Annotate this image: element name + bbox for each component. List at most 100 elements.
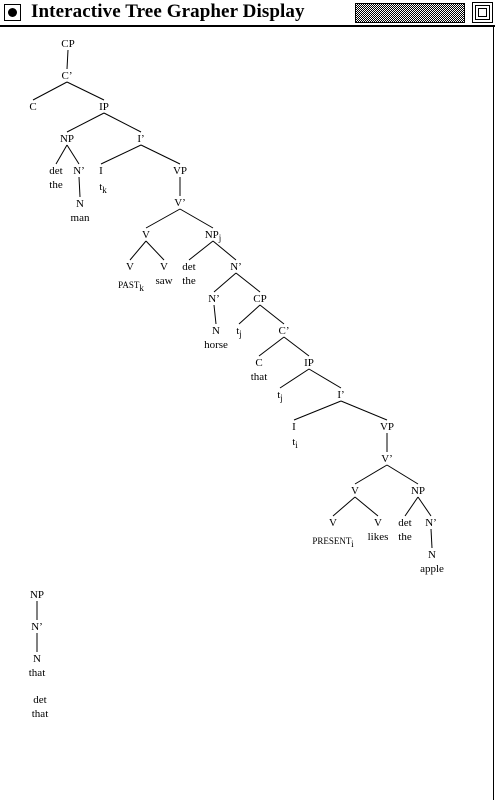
tree-edge-cbar1-ip1 (66, 81, 105, 101)
tree-node-text: I’ (137, 133, 145, 145)
tree-node-v5[interactable]: V (329, 517, 337, 529)
tree-node-i1[interactable]: I (99, 165, 103, 177)
tree-node-text: CP (253, 293, 267, 305)
zoom-box-outer-square (475, 5, 490, 20)
tree-edge-np1-det1 (55, 144, 68, 165)
tree-node-text: apple (420, 563, 444, 575)
tree-node-likes[interactable]: likes (368, 531, 389, 543)
tree-node-the1[interactable]: the (49, 179, 62, 191)
tree-node-c1[interactable]: C (29, 101, 36, 113)
tree-edge-nbar2-cp2 (235, 272, 261, 293)
tree-node-text: t (99, 181, 103, 193)
tree-node-vbar2[interactable]: V’ (381, 453, 393, 465)
tree-node-v4[interactable]: V (351, 485, 359, 497)
tree-node-det2[interactable]: det (182, 261, 195, 273)
tree-node-subscript: k (139, 283, 144, 293)
tree-node-vp1[interactable]: VP (173, 165, 187, 177)
tree-node-subscript: j (239, 329, 242, 339)
tree-node-text: the (182, 275, 196, 287)
tree-node-man[interactable]: man (71, 212, 90, 224)
tree-node-v1[interactable]: V (142, 229, 150, 241)
tree-node-ip2[interactable]: IP (304, 357, 314, 369)
tree-edge-ip2-ibar2 (308, 368, 342, 389)
tree-node-text: N’ (425, 517, 437, 529)
tree-edge-v1-v2 (129, 240, 147, 261)
tree-node-det1[interactable]: det (49, 165, 62, 177)
tree-node-det3[interactable]: det (398, 517, 411, 529)
tree-node-np4[interactable]: NP (30, 589, 44, 601)
tree-node-v3[interactable]: V (160, 261, 168, 273)
tree-node-np2[interactable]: NPj (205, 229, 222, 243)
window-right-edge (493, 26, 494, 800)
tree-node-text: NP (410, 485, 426, 497)
tree-node-nbar2[interactable]: N’ (230, 261, 242, 273)
tree-node-cp2[interactable]: CP (253, 293, 266, 305)
tree-node-tj1[interactable]: tj (236, 325, 242, 339)
tree-node-text: PRESENT (312, 536, 352, 546)
tree-node-nbar4[interactable]: N’ (425, 517, 437, 529)
title-bar-drag-area[interactable] (355, 3, 465, 23)
tree-node-np3[interactable]: NP (411, 485, 425, 497)
tree-edge-v4-v6 (354, 496, 379, 517)
tree-edge-ip1-ibar1 (103, 112, 142, 133)
tree-node-text: V (374, 517, 382, 529)
tree-node-horse[interactable]: horse (204, 339, 228, 351)
tree-edge-vbar1-v1 (145, 208, 181, 229)
tree-node-subscript: i (295, 440, 298, 450)
tree-node-det4[interactable]: det (33, 694, 46, 706)
tree-node-saw[interactable]: saw (155, 275, 172, 287)
tree-node-subscript: k (102, 185, 107, 195)
window-title: Interactive Tree Grapher Display (31, 1, 305, 22)
tree-node-n4[interactable]: N (33, 653, 41, 665)
tree-node-present[interactable]: PRESENTi (312, 535, 354, 549)
tree-node-text: V (329, 517, 337, 529)
tree-node-ti[interactable]: ti (292, 436, 298, 450)
tree-node-that2[interactable]: that (29, 667, 46, 679)
tree-node-text: that (31, 708, 49, 720)
tree-node-i2[interactable]: I (292, 421, 296, 433)
tree-node-that3[interactable]: that (32, 708, 49, 720)
tree-node-c2[interactable]: C (255, 357, 262, 369)
tree-node-ibar2[interactable]: I’ (337, 389, 344, 401)
tree-node-text: N’ (208, 293, 220, 305)
tree-node-nbar5[interactable]: N’ (31, 621, 43, 633)
tree-edge-nbar1-n1 (78, 176, 81, 198)
tree-node-cp1[interactable]: CP (61, 38, 74, 50)
tree-edge-cp2-cbar2 (259, 304, 285, 325)
zoom-box-icon[interactable] (472, 2, 493, 23)
tree-node-ibar1[interactable]: I’ (137, 133, 144, 145)
tree-node-text: N (33, 653, 41, 665)
tree-edge-cbar1-c1 (32, 81, 68, 101)
tree-node-v2[interactable]: V (126, 261, 134, 273)
tree-node-text: C’ (61, 70, 73, 82)
tree-node-ip1[interactable]: IP (99, 101, 109, 113)
tree-node-v6[interactable]: V (374, 517, 382, 529)
tree-node-n1[interactable]: N (76, 198, 84, 210)
tree-node-cbar1[interactable]: C’ (62, 70, 73, 82)
tree-node-text: that (28, 667, 46, 679)
tree-node-tj2[interactable]: tj (277, 389, 283, 403)
tree-node-text: VP (172, 165, 188, 177)
tree-node-the2[interactable]: the (182, 275, 195, 287)
tree-node-nbar1[interactable]: N’ (73, 165, 85, 177)
tree-node-text: C (29, 101, 37, 113)
tree-node-np1[interactable]: NP (60, 133, 74, 145)
tree-node-text: N’ (31, 621, 43, 633)
tree-node-vbar1[interactable]: V’ (174, 197, 186, 209)
tree-node-tk[interactable]: tk (99, 181, 107, 195)
tree-node-n3[interactable]: N (428, 549, 436, 561)
title-bar[interactable]: Interactive Tree Grapher Display (0, 0, 495, 27)
tree-node-vp2[interactable]: VP (380, 421, 394, 433)
tree-node-apple[interactable]: apple (420, 563, 444, 575)
tree-node-n2[interactable]: N (212, 325, 220, 337)
tree-node-nbar3[interactable]: N’ (208, 293, 220, 305)
tree-node-subscript: i (351, 539, 354, 549)
close-box-icon[interactable] (4, 4, 21, 21)
tree-node-text: V’ (381, 453, 393, 465)
tree-node-past[interactable]: PASTk (118, 279, 144, 293)
tree-node-the3[interactable]: the (398, 531, 411, 543)
tree-node-cbar2[interactable]: C’ (279, 325, 290, 337)
tree-node-text: t (277, 389, 281, 401)
tree-node-that1[interactable]: that (251, 371, 268, 383)
